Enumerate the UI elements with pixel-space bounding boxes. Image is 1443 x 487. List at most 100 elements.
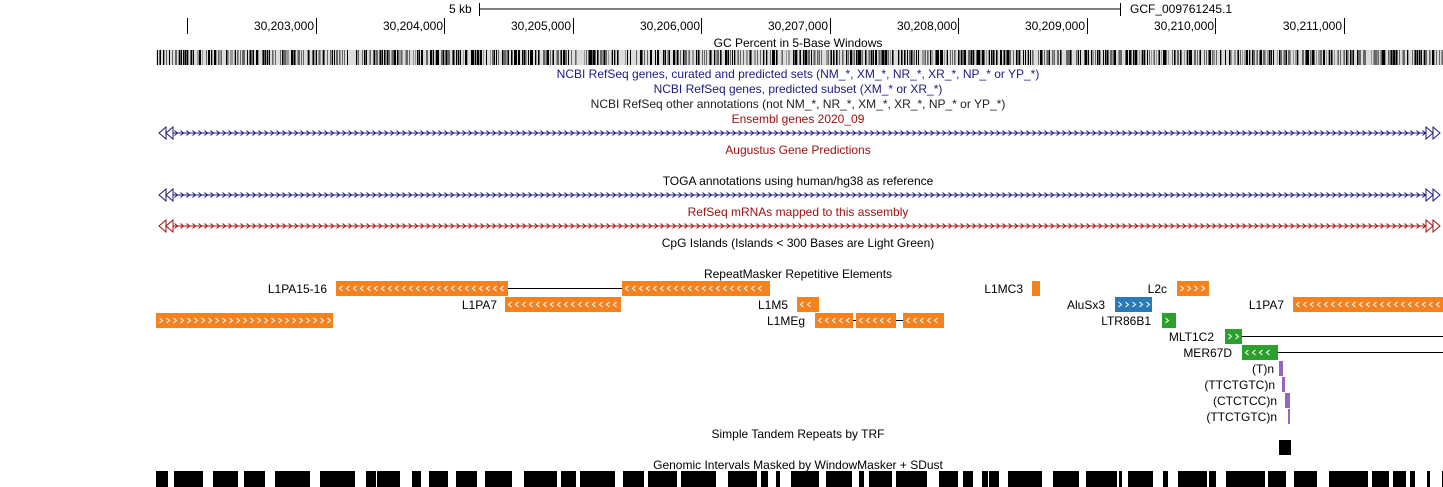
gc-bar xyxy=(256,50,257,65)
gc-bar xyxy=(334,50,335,65)
gc-bar xyxy=(1316,50,1317,65)
gc-bar xyxy=(1086,50,1087,65)
trf-feature[interactable] xyxy=(1279,440,1291,455)
gc-bar xyxy=(369,50,370,65)
gc-bar xyxy=(1161,50,1162,65)
gc-bar xyxy=(993,50,994,65)
gc-bar xyxy=(689,50,690,65)
gc-bar xyxy=(807,50,808,65)
gc-bar xyxy=(557,50,558,65)
augustus-track-title[interactable]: Augustus Gene Predictions xyxy=(725,143,871,157)
refseq-other-track-title[interactable]: NCBI RefSeq other annotations (not NM_*,… xyxy=(590,97,1006,111)
gc-bar xyxy=(1320,50,1321,65)
repeatmasker-track[interactable] xyxy=(0,278,1443,428)
gc-bar xyxy=(1403,50,1404,65)
gc-bar xyxy=(426,50,427,65)
gc-bar xyxy=(1044,50,1045,65)
repeat-l1pa15-16-block xyxy=(622,281,770,296)
windowmasker-track-title[interactable]: Genomic Intervals Masked by WindowMasker… xyxy=(653,458,943,472)
gc-bar xyxy=(927,50,928,65)
gc-bar xyxy=(589,50,590,65)
gc-bar xyxy=(187,50,188,65)
cpg-track-title[interactable]: CpG Islands (Islands < 300 Bases are Lig… xyxy=(661,236,935,250)
gc-bar xyxy=(249,50,250,65)
gc-bar xyxy=(1298,50,1299,65)
gc-bar xyxy=(252,50,253,65)
gc-bar xyxy=(536,50,537,65)
gc-bar xyxy=(477,50,478,65)
repeatmasker-track-title[interactable]: RepeatMasker Repetitive Elements xyxy=(703,267,893,281)
gc-bar xyxy=(1332,50,1333,65)
gc-bar xyxy=(1149,50,1150,65)
gc-bar xyxy=(1415,50,1416,65)
gc-bar xyxy=(163,50,164,65)
toga-track-title[interactable]: TOGA annotations using human/hg38 as ref… xyxy=(662,174,934,188)
gc-bar xyxy=(1375,50,1376,65)
masked-interval xyxy=(963,471,973,487)
gc-bar xyxy=(922,50,923,65)
gc-bar xyxy=(208,50,209,65)
gc-bar xyxy=(1286,50,1287,65)
toga-gene-feature[interactable] xyxy=(156,188,1443,202)
gc-bar xyxy=(1107,50,1108,65)
gc-bar xyxy=(1391,50,1392,65)
gc-bar xyxy=(655,50,656,65)
refseq-mrna-feature[interactable] xyxy=(156,219,1443,233)
gc-bar xyxy=(1005,50,1006,65)
gc-bar xyxy=(1177,50,1178,65)
gc-bar xyxy=(185,50,186,65)
gc-bar xyxy=(1392,50,1393,65)
gc-bar xyxy=(909,50,910,65)
repeat-l1pa15-16-block xyxy=(156,313,333,328)
gc-bar xyxy=(834,50,835,65)
gc-bar xyxy=(564,50,565,65)
refseq-mrna-track-title[interactable]: RefSeq mRNAs mapped to this assembly xyxy=(687,205,909,219)
gc-bar xyxy=(852,50,853,65)
gc-bar xyxy=(418,50,419,65)
gc-bar xyxy=(1069,50,1070,65)
gc-bar xyxy=(1312,50,1313,65)
gc-bar xyxy=(1131,50,1132,65)
ensembl-gene-feature[interactable] xyxy=(156,126,1443,140)
gc-bar xyxy=(1306,50,1307,65)
gc-percent-track[interactable] xyxy=(156,50,1443,65)
gc-bar xyxy=(1397,50,1398,65)
gc-bar xyxy=(735,50,736,65)
gc-bar xyxy=(757,50,758,65)
gc-bar xyxy=(494,50,495,65)
ensembl-track-title[interactable]: Ensembl genes 2020_09 xyxy=(731,112,865,126)
masked-interval xyxy=(1268,471,1286,487)
gc-bar xyxy=(907,50,908,65)
masked-interval xyxy=(761,471,768,487)
gc-bar xyxy=(887,50,888,65)
gc-bar xyxy=(539,50,540,65)
gc-bar xyxy=(1364,50,1365,65)
gc-bar xyxy=(1070,50,1071,65)
gc-bar xyxy=(1283,50,1284,65)
gc-bar xyxy=(566,50,567,65)
trf-track-title[interactable]: Simple Tandem Repeats by TRF xyxy=(711,427,885,441)
gc-bar xyxy=(1250,50,1251,65)
gc-bar xyxy=(602,50,603,65)
gc-bar xyxy=(984,50,985,65)
gc-bar xyxy=(1156,50,1157,65)
gc-bar xyxy=(1127,50,1128,65)
ruler-position: 30,204,000 xyxy=(382,19,443,33)
gc-bar xyxy=(447,50,448,65)
gc-bar xyxy=(280,50,281,65)
refseq-curated-track-title[interactable]: NCBI RefSeq genes, curated and predicted… xyxy=(556,67,1040,81)
windowmasker-track[interactable] xyxy=(156,471,1443,487)
gc-bar xyxy=(544,50,545,65)
gc-bar xyxy=(773,50,774,65)
gc-bar xyxy=(853,50,854,65)
gc-bar xyxy=(698,50,699,65)
masked-interval xyxy=(869,471,892,487)
refseq-predicted-track-title[interactable]: NCBI RefSeq genes, predicted subset (XM_… xyxy=(653,82,943,96)
gc-bar xyxy=(725,50,726,65)
gc-bar xyxy=(1209,50,1210,65)
gc-bar xyxy=(794,50,795,65)
gc-bar xyxy=(576,50,577,65)
gc-bar xyxy=(1068,50,1069,65)
gc-bar xyxy=(415,50,416,65)
gc-bar xyxy=(898,50,899,65)
